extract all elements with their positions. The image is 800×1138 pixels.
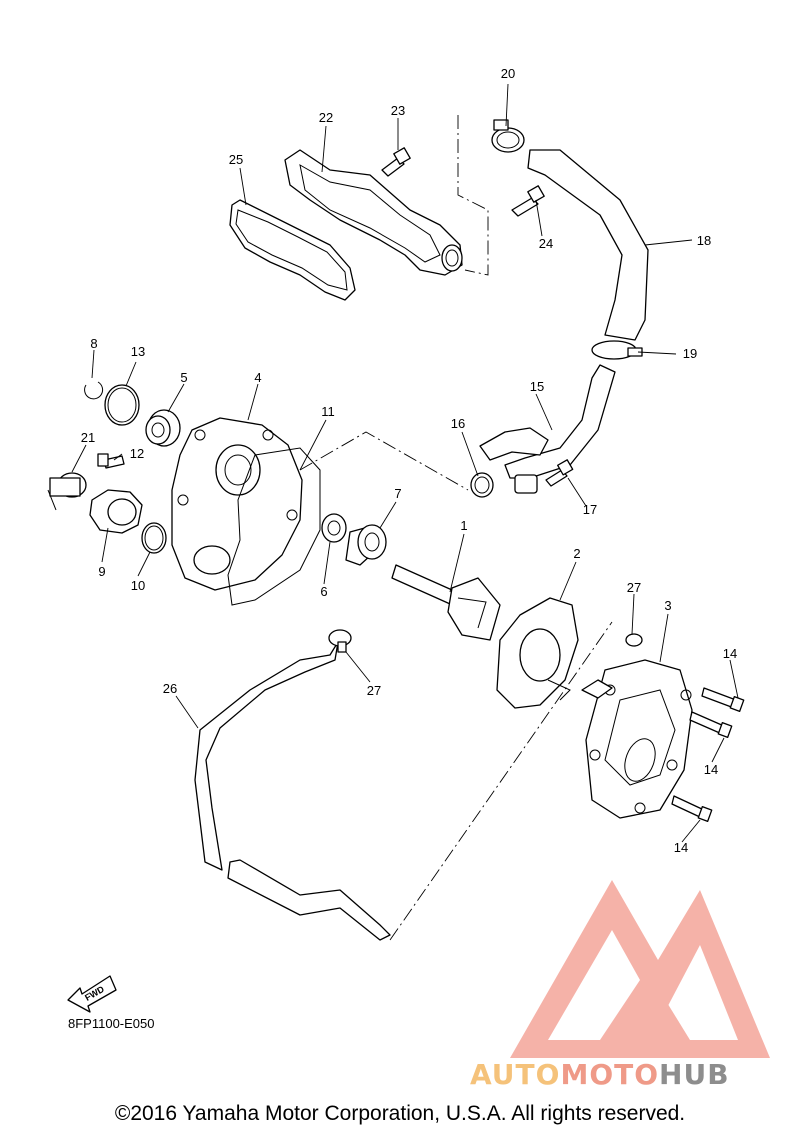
mechanical-seal-part-7 [345,524,387,566]
bolt-part-14-b [689,711,733,738]
callout-labels: 1 2 3 4 5 6 7 8 9 10 11 12 13 14 14 14 1… [81,66,737,855]
gasket-part-11 [227,447,321,606]
callout-25: 25 [229,152,243,167]
callout-24: 24 [539,236,553,251]
callout-4: 4 [254,370,261,385]
callout-7: 7 [394,486,401,501]
callout-6: 6 [320,584,327,599]
watermark-logo-text: AUTOMOTOHUB [470,1058,730,1091]
callout-5: 5 [180,370,187,385]
callout-8: 8 [90,336,97,351]
thermostat-cover-part-22 [284,149,463,276]
clamp-part-27-lower [328,629,352,653]
callout-9: 9 [98,564,105,579]
callout-22: 22 [319,110,333,125]
callout-21: 21 [81,430,95,445]
circlip-part-8 [84,381,104,400]
o-ring-part-13 [104,384,140,426]
impeller-plate-part-2 [496,597,579,709]
hose-part-26 [194,641,339,871]
leader-lines [71,83,739,843]
bearing-part-5 [145,409,181,447]
bolt-part-14-c [671,795,713,822]
pump-housing-part-4 [171,417,303,591]
callout-27-lower: 27 [367,683,381,698]
callout-26: 26 [163,681,177,696]
bolt-part-14-a [701,687,745,712]
callout-16: 16 [451,416,465,431]
callout-14-b: 14 [704,762,718,777]
pump-cover-part-3 [581,659,693,819]
clamp-part-20 [491,119,525,153]
bolt-part-17 [545,459,574,487]
callout-23: 23 [391,103,405,118]
clamp-part-19 [591,340,643,360]
callout-15: 15 [530,379,544,394]
fwd-arrow-icon: FWD [67,975,117,1013]
watermark-moto: MOTO [560,1058,660,1091]
cover-part-9 [89,489,143,534]
bolt-part-23 [381,147,411,177]
bolt-part-24 [511,185,545,217]
callout-17: 17 [583,502,597,517]
hose-part-18 [527,149,649,341]
bolt-part-12 [97,453,125,469]
o-ring-part-16 [470,472,494,498]
clamp-part-27-upper [625,633,643,647]
hose-fitting-part-21 [47,472,87,511]
callout-19: 19 [683,346,697,361]
copyright-notice: ©2016 Yamaha Motor Corporation, U.S.A. A… [114,1102,686,1125]
callout-13: 13 [131,344,145,359]
callout-12: 12 [130,446,144,461]
o-ring-part-10 [141,522,167,554]
watermark-auto: AUTO [470,1058,561,1091]
pipe-part-15 [504,364,616,479]
callout-18: 18 [697,233,711,248]
impeller-shaft-part-1 [391,564,501,641]
callout-3: 3 [664,598,671,613]
callout-27-upper: 27 [627,580,641,595]
callout-11: 11 [321,404,335,419]
watermark-hub: HUB [659,1058,730,1091]
center-lines [299,115,613,941]
callout-20: 20 [501,66,515,81]
callout-14-c: 14 [674,840,688,855]
watermark-logo-mark [510,880,770,1058]
callout-1: 1 [460,518,467,533]
gasket-part-25 [229,199,356,301]
callout-2: 2 [573,546,580,561]
callout-14-a: 14 [723,646,737,661]
diagram-code: 8FP1100-E050 [68,1016,155,1031]
callout-10: 10 [131,578,145,593]
oil-seal-part-6 [321,513,347,543]
